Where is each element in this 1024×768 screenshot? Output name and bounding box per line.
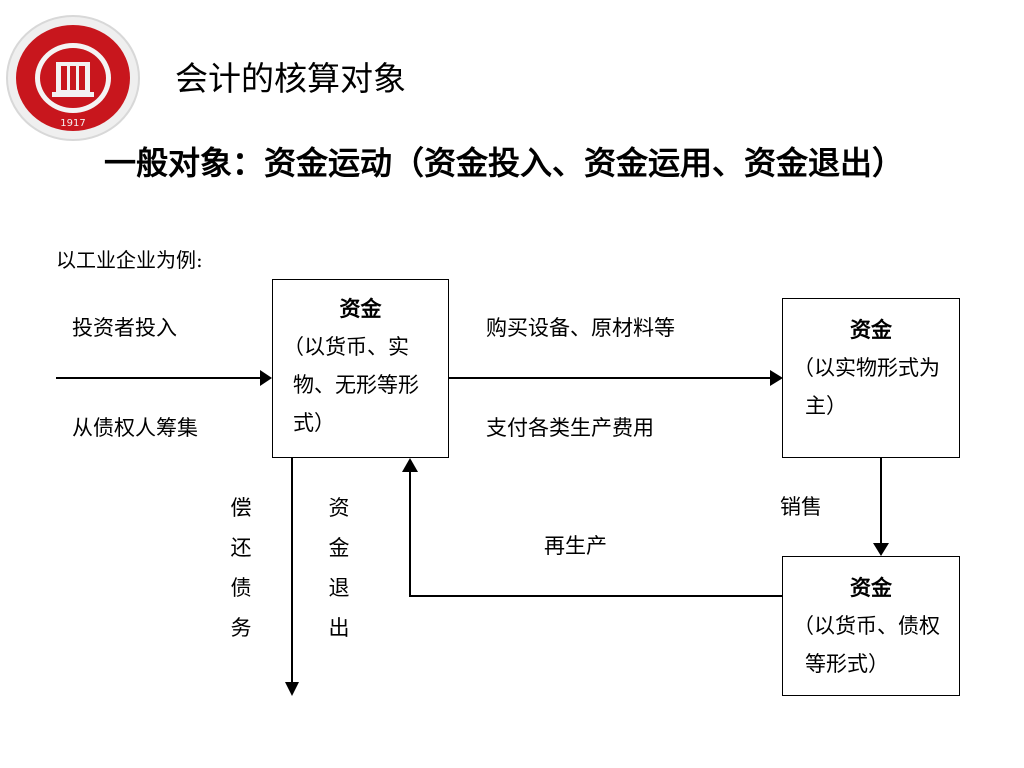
exit-char: 资 (328, 496, 350, 520)
seal-year: 1917 (60, 118, 85, 129)
repay-char: 还 (230, 536, 252, 560)
box2-body: （以实物形式为主） (793, 356, 940, 418)
fund-box-physical: 资金 （以实物形式为主） (782, 298, 960, 458)
page-subtitle: 一般对象：资金运动（资金投入、资金运用、资金退出） (104, 144, 905, 182)
box3-body: （以货币、债权等形式） (793, 614, 940, 676)
box2-heading: 资金 (850, 317, 892, 342)
university-seal-logo: 1917 (6, 15, 140, 141)
exit-char: 金 (328, 536, 350, 560)
box1-heading: 资金 (339, 296, 382, 321)
box3-heading: 资金 (850, 575, 892, 600)
fund-box-receivable: 资金 （以货币、债权等形式） (782, 556, 960, 696)
box1-body: （以货币、实物、无形等形式） (283, 335, 419, 435)
production-cost-label: 支付各类生产费用 (486, 416, 654, 440)
purchase-label: 购买设备、原材料等 (486, 316, 675, 340)
reproduction-label: 再生产 (544, 534, 607, 558)
inflow-creditor-label: 从债权人筹集 (72, 416, 198, 440)
repay-char: 务 (230, 616, 252, 640)
exit-char: 出 (328, 616, 350, 640)
repay-char: 偿 (230, 496, 252, 520)
repay-debt-label: 偿 还 债 务 (229, 488, 253, 648)
fund-box-monetary: 资金 （以货币、实物、无形等形式） (272, 279, 449, 458)
repay-char: 债 (230, 576, 252, 600)
fund-exit-label: 资 金 退 出 (327, 488, 351, 648)
exit-char: 退 (328, 576, 350, 600)
reproduction-arrow (409, 470, 783, 597)
example-label: 以工业企业为例: (56, 248, 203, 272)
page-title: 会计的核算对象 (175, 59, 406, 98)
inflow-investor-label: 投资者投入 (72, 316, 177, 340)
sales-label: 销售 (780, 495, 822, 519)
